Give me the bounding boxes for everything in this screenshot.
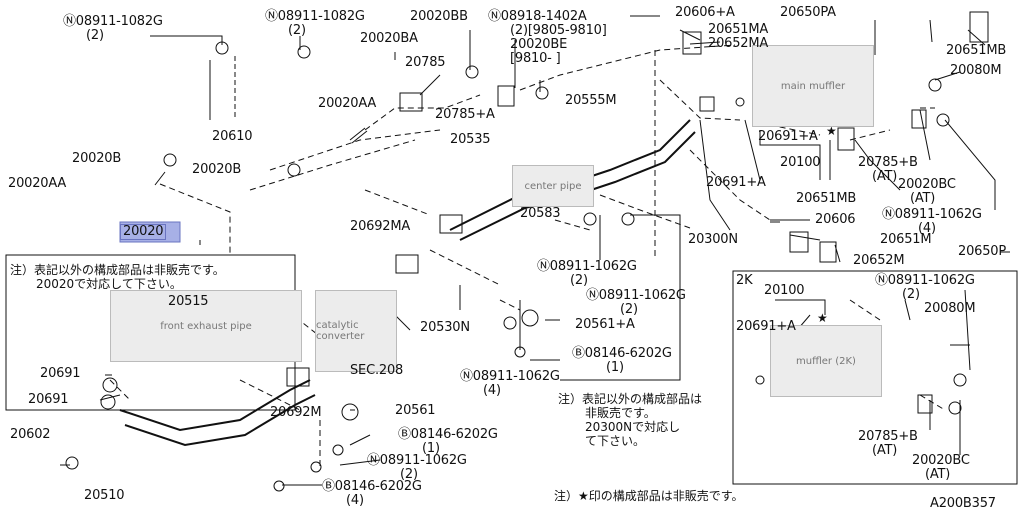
diagram-id: A200B357 (930, 496, 996, 510)
callout-l37: Ⓝ08911-1062G (586, 288, 686, 303)
callout-l51: 20510 (84, 488, 125, 503)
callout-l48b: (1) (422, 441, 440, 456)
callout-l37b: (2) (620, 302, 638, 317)
note-non-sale-1a: 注）表記以外の構成部品は非販売です。 (10, 263, 225, 277)
callout-l5: 20606+A (675, 5, 735, 20)
callout-l27: 20583 (520, 206, 561, 221)
note-star-non-sale: 注）★印の構成部品は非販売です。 (554, 489, 744, 503)
note-non-sale-1b: 20020で対応して下さい。 (36, 277, 182, 291)
callout-l29: Ⓝ08911-1062G (882, 207, 982, 222)
callout-l3: 20020BB (410, 9, 468, 24)
callout-l26: 20691+A (706, 175, 766, 190)
inset-title: 2K (736, 273, 753, 288)
inset-callout-in5b: (AT) (872, 443, 898, 458)
front-pipe-drawing: front exhaust pipe (110, 290, 302, 362)
callout-l13: 20785+A (435, 107, 495, 122)
inset-callout-in2b: (2) (902, 287, 920, 302)
callout-l19: 20100 (780, 155, 821, 170)
note-non-sale-2c: 20300Nで対応し (585, 420, 681, 434)
callout-l29b: (4) (918, 221, 936, 236)
callout-l42: SEC.208 (350, 363, 404, 378)
callout-l25: 20020AA (8, 176, 67, 191)
callout-l45: Ⓝ08911-1062G (460, 369, 560, 384)
callout-l24: 20020B (192, 162, 242, 177)
callout-l40: 20561+A (575, 317, 635, 332)
callout-l4c: 20020BE (510, 37, 568, 52)
callout-l46: 20692M (270, 405, 322, 420)
inset-callout-in6b: (AT) (925, 467, 951, 482)
callout-l38: 20515 (168, 294, 209, 309)
inset-callout-in2: Ⓝ08911-1062G (875, 273, 975, 288)
inset-callout-in6: 20020BC (912, 453, 970, 468)
callout-l47: 20561 (395, 403, 436, 418)
callout-l4: Ⓝ08918-1402A (488, 9, 587, 24)
callout-l33: 20652M (853, 253, 905, 268)
callout-l15: 20020AA (318, 96, 377, 111)
callout-l41: Ⓑ08146-6202G (572, 346, 672, 361)
callout-l52: Ⓑ08146-6202G (322, 479, 422, 494)
svg-text:★: ★ (817, 311, 828, 325)
callout-l7: 20651MA (708, 22, 769, 37)
callout-l21: 20020BC (898, 177, 956, 192)
callout-l4b: (2)[9805-9810] (510, 23, 607, 38)
callout-l12: 20785 (405, 55, 446, 70)
center-pipe-drawing: center pipe (512, 165, 594, 207)
callout-l36b: (2) (570, 273, 588, 288)
callout-l23: 20020B (72, 151, 122, 166)
callout-l31: 20651M (880, 232, 932, 247)
callout-l18: 20691+A (758, 129, 818, 144)
callout-l30: 20300N (688, 232, 738, 247)
callout-l41b: (1) (606, 360, 624, 375)
callout-l2: Ⓝ08911-1082G (265, 9, 365, 24)
callout-l4d: [9810- ] (510, 51, 561, 66)
callout-l49: 20602 (10, 427, 51, 442)
callout-l50: Ⓝ08911-1062G (367, 453, 467, 468)
callout-l20b: (AT) (872, 169, 898, 184)
callout-l21b: (AT) (910, 191, 936, 206)
callout-l8: 20652MA (708, 36, 769, 51)
note-non-sale-2b: 非販売です。 (585, 406, 656, 420)
callout-l10: 20080M (950, 63, 1002, 78)
callout-l35: 20692MA (350, 219, 411, 234)
catalytic-converter-drawing: catalytic converter (315, 290, 397, 372)
callout-l16: 20610 (212, 129, 253, 144)
callout-l9: 20651MB (946, 43, 1007, 58)
callout-l20: 20785+B (858, 155, 918, 170)
callout-l34-highlighted: 20020 (120, 224, 167, 240)
main-muffler-drawing: main muffler (752, 45, 874, 127)
inset-callout-in5: 20785+B (858, 429, 918, 444)
inset-callout-in4: 20691+A (736, 319, 796, 334)
callout-l1: Ⓝ08911-1082G (63, 14, 163, 29)
callout-l50b: (2) (400, 467, 418, 482)
callout-l48: Ⓑ08146-6202G (398, 427, 498, 442)
callout-l11: 20020BA (360, 31, 418, 46)
callout-l39: 20530N (420, 320, 470, 335)
note-non-sale-2a: 注）表記以外の構成部品は (558, 392, 703, 406)
inset-muffler-drawing: muffler (2K) (770, 325, 882, 397)
svg-text:★: ★ (826, 124, 837, 138)
callout-l22: 20651MB (796, 191, 857, 206)
inset-callout-in1: 20100 (764, 283, 805, 298)
inset-callout-in3: 20080M (924, 301, 976, 316)
callout-l14: 20555M (565, 93, 617, 108)
callout-l2b: (2) (288, 23, 306, 38)
callout-l6: 20650PA (780, 5, 836, 20)
inset-frame-2k (732, 270, 1018, 485)
callout-l52b: (4) (346, 493, 364, 508)
callout-l17: 20535 (450, 132, 491, 147)
callout-l32: 20650P (958, 244, 1006, 259)
note-non-sale-2d: て下さい。 (585, 434, 646, 448)
callout-l44: 20691 (28, 392, 69, 407)
callout-l36: Ⓝ08911-1062G (537, 259, 637, 274)
callout-l45b: (4) (483, 383, 501, 398)
callout-l28: 20606 (815, 212, 856, 227)
callout-l43: 20691 (40, 366, 81, 381)
callout-l1b: (2) (86, 28, 104, 43)
